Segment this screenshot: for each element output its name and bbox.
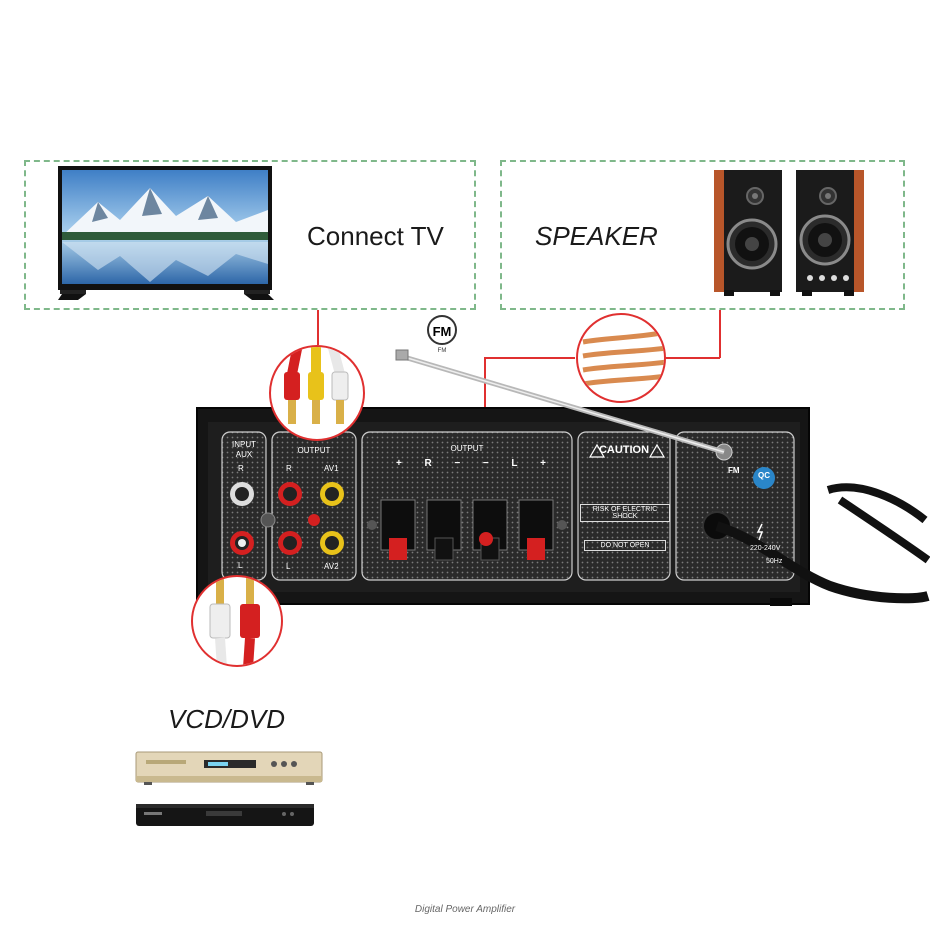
fm-port-label: FM	[728, 466, 740, 475]
speaker-label: SPEAKER	[535, 221, 658, 251]
output-r-label: R	[286, 464, 292, 473]
aux-label: AUX	[235, 450, 253, 459]
risk-label: RISK OF ELECTRIC SHOCK	[580, 504, 670, 522]
input-label: INPUT	[232, 440, 256, 449]
rca-av-cable-callout	[269, 345, 365, 441]
sign-minus-r: −	[454, 458, 461, 469]
speaker-signs: + R − − L +	[396, 458, 546, 469]
speaker-panel	[500, 160, 905, 310]
sign-plus-l: +	[540, 458, 546, 469]
input-l-label: L	[238, 561, 243, 570]
sign-r: R	[424, 458, 432, 469]
sign-minus-l: −	[482, 458, 489, 469]
output-section-label: OUTPUT	[297, 446, 331, 455]
tv-image	[58, 166, 274, 300]
speaker-wire-callout	[576, 313, 666, 403]
frequency-label: 50Hz	[766, 558, 783, 565]
fm-icon: FM	[427, 315, 457, 345]
caption: Digital Power Amplifier	[414, 904, 516, 915]
do-not-open-label: DO NOT OPEN	[584, 540, 666, 551]
vcd-player-image	[135, 751, 323, 785]
fm-icon-caption: FM	[437, 348, 447, 354]
dvd-player-image	[136, 804, 314, 826]
speaker-image	[714, 170, 864, 296]
av2-label: AV2	[324, 562, 339, 571]
output-l-label: L	[286, 562, 291, 571]
sign-l: L	[511, 458, 518, 469]
tv-panel	[24, 160, 476, 310]
player-label: VCD/DVD	[168, 704, 286, 734]
speaker-output-label: OUTPUT	[450, 444, 484, 453]
av1-label: AV1	[324, 464, 339, 473]
input-r-label: R	[238, 464, 244, 473]
fm-icon-text: FM	[432, 324, 452, 339]
qc-badge: QC	[758, 471, 770, 480]
rca-audio-cable-callout	[191, 575, 283, 667]
voltage-label: 220-240V	[750, 545, 781, 552]
input-section-label: INPUT AUX	[222, 440, 266, 460]
caution-label: CAUTION	[598, 444, 650, 456]
tv-label: Connect TV	[307, 221, 444, 251]
sign-plus-r: +	[396, 458, 402, 469]
